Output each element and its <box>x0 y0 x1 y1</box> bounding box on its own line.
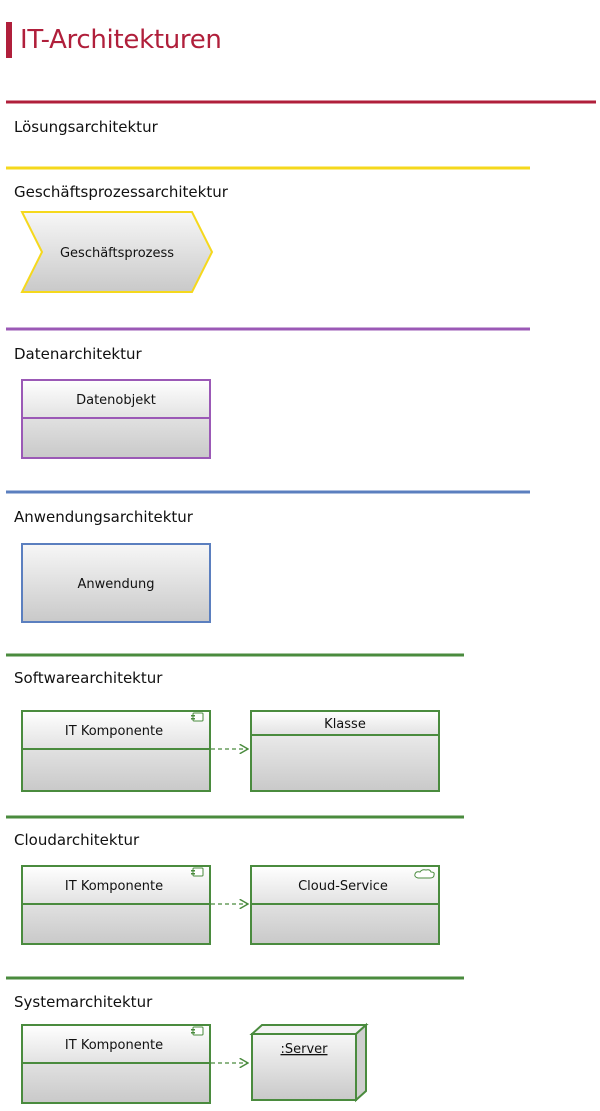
component-icon <box>191 1026 204 1036</box>
process-chevron[interactable] <box>20 211 214 293</box>
cloud-component-label: IT Komponente <box>65 879 163 894</box>
cloud-component-header <box>21 865 211 905</box>
system-label: Systemarchitektur <box>14 993 153 1011</box>
system-component-label: IT Komponente <box>65 1038 163 1053</box>
title-accent-bar <box>6 22 12 58</box>
software-label: Softwarearchitektur <box>14 669 163 687</box>
anwendung-label: Anwendungsarchitektur <box>14 508 194 526</box>
system-component-header <box>21 1024 211 1064</box>
software-component-label: IT Komponente <box>65 724 163 739</box>
daten-label: Datenarchitektur <box>14 345 142 363</box>
component-icon <box>191 867 204 877</box>
application-box[interactable] <box>21 543 211 623</box>
component-icon <box>191 712 204 722</box>
server-node-box[interactable] <box>249 1022 369 1103</box>
server-label: :Server <box>280 1042 328 1057</box>
data-object-header <box>21 379 211 419</box>
geschaeft-label: Geschäftsprozessarchitektur <box>14 183 229 201</box>
cloud-service-label: Cloud-Service <box>298 879 388 894</box>
class-label: Klasse <box>324 717 366 732</box>
cloud-service-header <box>250 865 440 905</box>
software-component-header <box>21 710 211 750</box>
process-label: Geschäftsprozess <box>60 246 174 261</box>
class-header <box>250 710 440 736</box>
application-label: Anwendung <box>78 577 155 592</box>
loesung-label: Lösungsarchitektur <box>14 118 159 136</box>
cloud-label: Cloudarchitektur <box>14 831 140 849</box>
page-title: IT-Architekturen <box>20 25 222 55</box>
data-object-label: Datenobjekt <box>76 393 156 408</box>
cloud-icon <box>414 869 435 879</box>
